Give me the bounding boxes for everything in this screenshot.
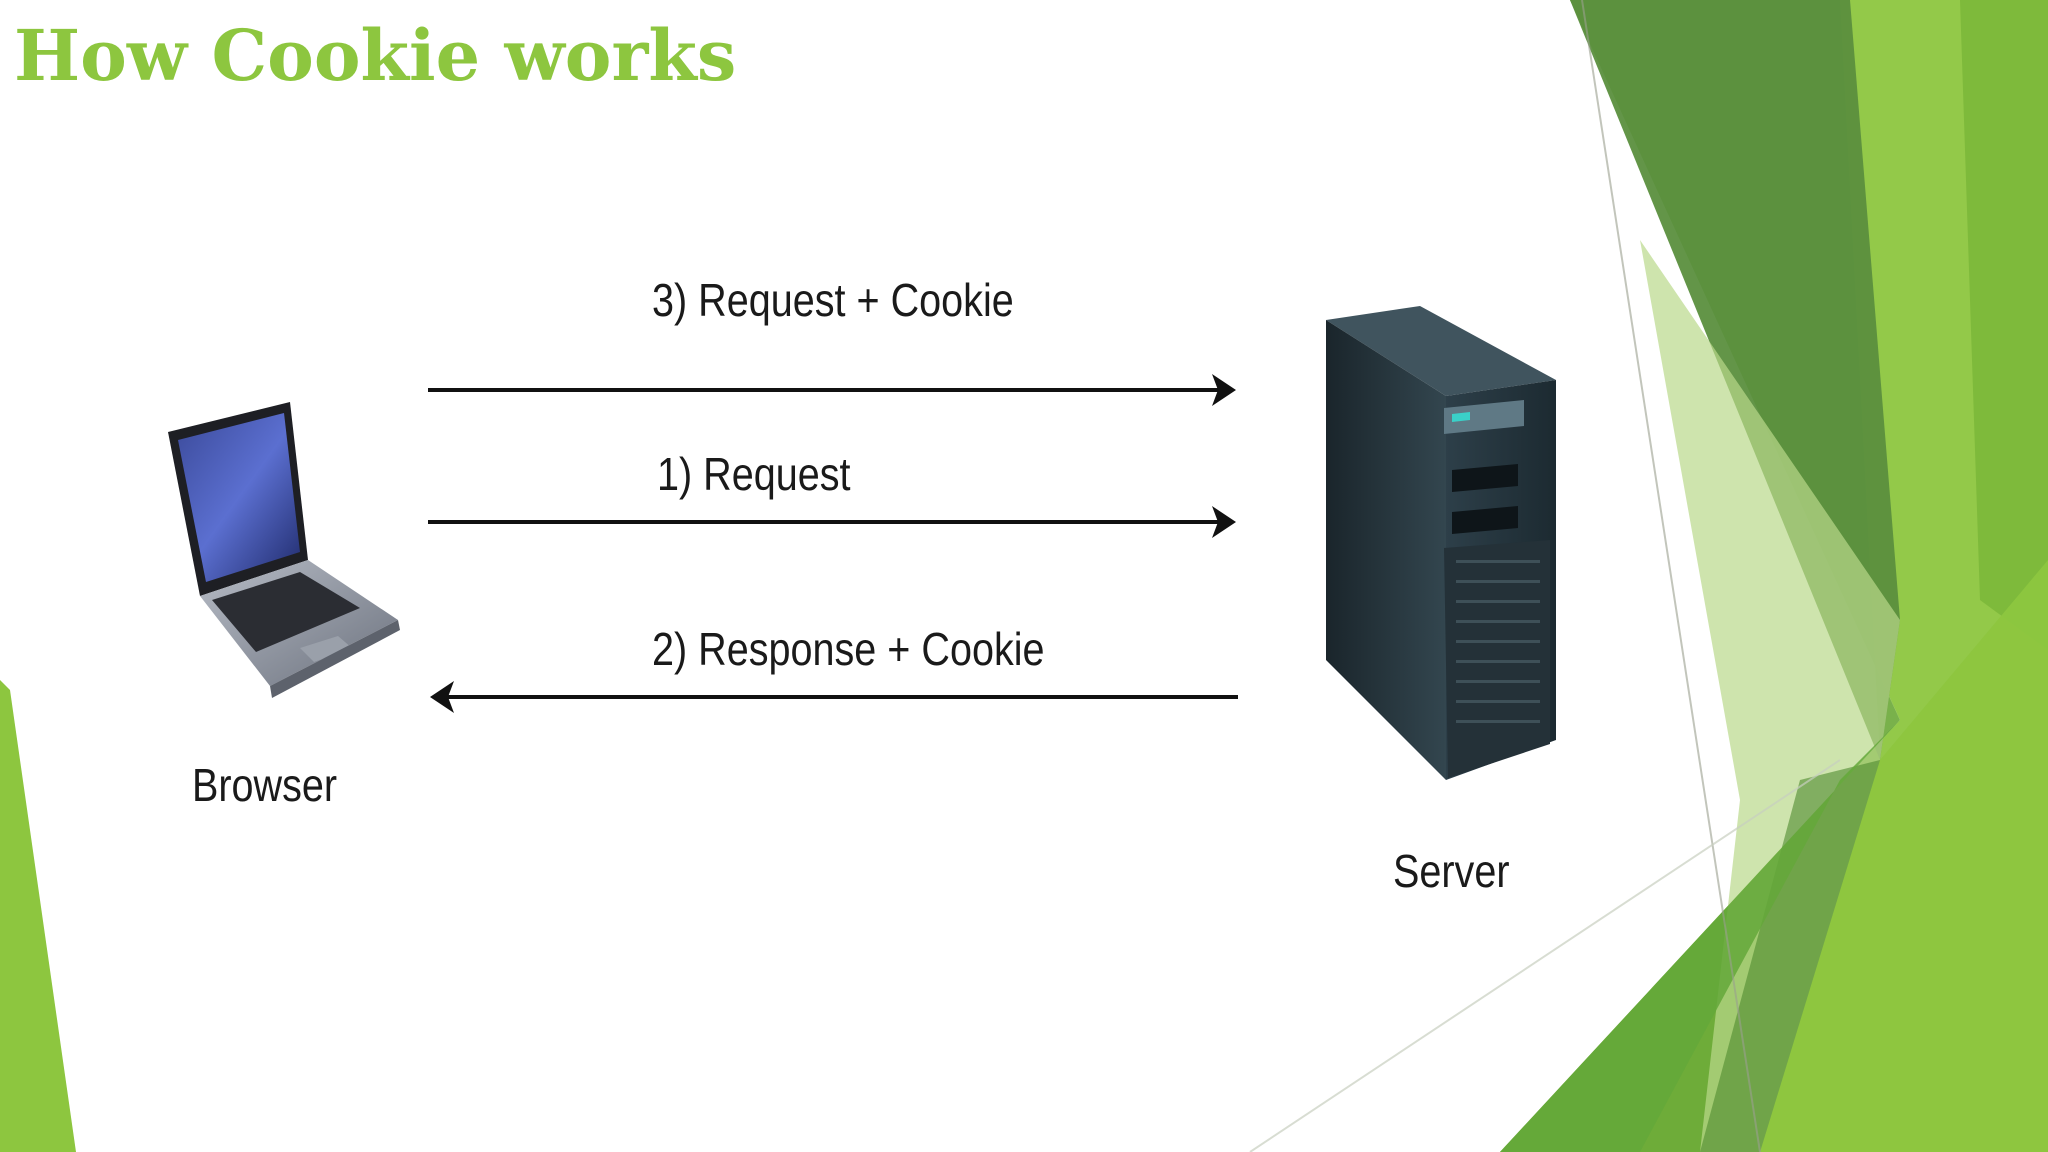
node-label-browser: Browser (192, 759, 338, 811)
edge-label-request-cookie: 3) Request + Cookie (652, 274, 1014, 326)
arrow-request-cookie (428, 374, 1236, 406)
edge-label-request: 1) Request (657, 448, 851, 500)
node-label-server: Server (1393, 845, 1510, 897)
arrow-response-cookie (430, 681, 1238, 713)
arrow-request (428, 506, 1236, 538)
laptop-icon (168, 402, 400, 698)
edge-label-response-cookie: 2) Response + Cookie (652, 623, 1045, 675)
slide-title: How Cookie works (14, 14, 737, 97)
server-tower-icon (1326, 306, 1556, 780)
